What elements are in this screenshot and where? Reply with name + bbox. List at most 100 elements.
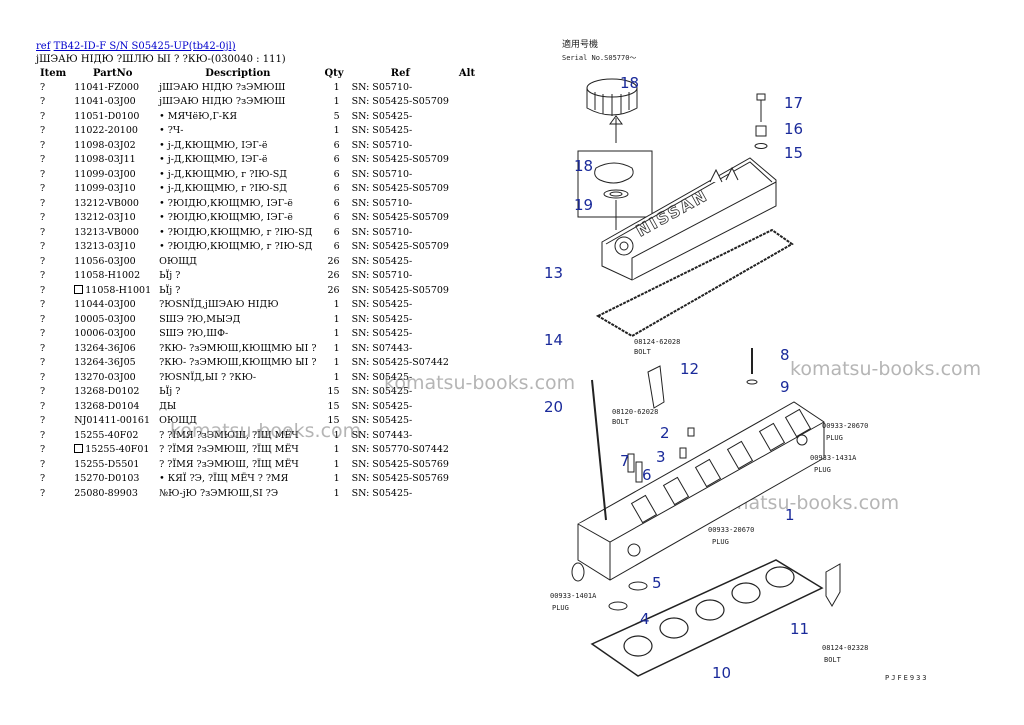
callout-7: 7 (620, 452, 630, 470)
row-ref-text: SN: S05425-S07442 (351, 357, 449, 369)
row-qty-text: 1 (333, 96, 340, 108)
callout-9: 9 (780, 378, 790, 396)
row-ref: SN: S05425- (348, 385, 453, 400)
bolt-label-number: 08120-62028 (612, 408, 658, 416)
row-partno: 13268-D0102 (70, 385, 155, 400)
row-partno-text: 15270-D0103 (74, 473, 140, 485)
row-description-text: ЬЇj ? (159, 270, 181, 282)
row-ref: SN: S05425-S05709 (348, 182, 453, 197)
row-qty-text: 6 (333, 139, 340, 151)
row-ref: SN: S05425-S05709 (348, 283, 453, 298)
row-alt (453, 457, 481, 472)
plug-label-number: 00933-20670 (708, 526, 754, 534)
row-alt (453, 138, 481, 153)
row-partno-text: 15255-D5501 (74, 458, 140, 470)
row-description-text: ?КЮ- ?зЭМЮШ,КЮЩМЮ ЫI ? (159, 342, 317, 354)
row-ref-text: SN: S05710- (351, 226, 413, 238)
row-description-text: • j-Д,КЮЩМЮ, IЭГ-ё (159, 139, 268, 151)
row-ref-text: SN: S05425-S05709 (351, 212, 449, 224)
row-qty-text: 6 (333, 226, 340, 238)
row-description-text: ОЮЩД (159, 255, 197, 267)
row-qty-text: 6 (333, 212, 340, 224)
row-item: ? (36, 399, 70, 414)
row-item-text: ? (40, 415, 46, 427)
row-partno: 11051-D0100 (70, 109, 155, 124)
ref-link[interactable]: ref (36, 41, 51, 52)
row-ref-text: SN: S05710- (351, 139, 413, 151)
row-description-text: ? ?ЇМЯ ?зЭМЮШ, ?ЇЩ МЁЧ (159, 458, 299, 470)
row-description-text: ?ЮЅNЇД,ЫI ? ?КЮ- (159, 371, 257, 383)
row-description: №Ю-jЮ ?зЭМЮШ,ЅI ?Э (155, 486, 320, 501)
row-ref: SN: S05425- (348, 254, 453, 269)
row-description: ЅШЭ ?Ю,ШФ- (155, 327, 320, 342)
row-ref-text: SN: S05710- (351, 197, 413, 209)
model-link[interactable]: TB42-ID-F S/N S05425-UP(tb42-0jl) (53, 41, 236, 52)
row-qty: 1 (320, 443, 347, 458)
row-qty: 1 (320, 428, 347, 443)
bolt-label-number: 08124-62028 (634, 338, 680, 346)
row-description: • j-Д,КЮЩМЮ, IЭГ-ё (155, 153, 320, 168)
callout-20: 20 (544, 398, 563, 416)
row-qty-text: 1 (333, 299, 340, 311)
row-alt (453, 428, 481, 443)
row-ref-text: SN: S05710- (351, 168, 413, 180)
row-alt (453, 370, 481, 385)
callout-8: 8 (780, 346, 790, 364)
row-description: • ?ЮIДЮ,КЮЩМЮ, г ?IЮ-SД (155, 240, 320, 255)
row-ref: SN: S05425- (348, 399, 453, 414)
row-item-text: ? (40, 226, 46, 238)
row-description-text: ЅШЭ ?Ю,МЫЭД (159, 313, 241, 325)
row-alt (453, 109, 481, 124)
row-qty: 6 (320, 196, 347, 211)
row-partno-text: 11058-H1001 (85, 284, 152, 296)
row-ref-text: SN: S05425- (351, 415, 413, 427)
row-qty: 1 (320, 298, 347, 313)
row-qty: 1 (320, 80, 347, 95)
row-ref-text: SN: S05425- (351, 328, 413, 340)
row-ref-text: SN: S05425-S05709 (351, 154, 449, 166)
row-item-text: ? (40, 168, 46, 180)
row-alt (453, 211, 481, 226)
row-qty: 1 (320, 370, 347, 385)
row-qty: 5 (320, 109, 347, 124)
checkbox-icon (74, 444, 84, 454)
row-ref: SN: S05710- (348, 225, 453, 240)
row-partno-text: 13213-VB000 (74, 226, 139, 238)
row-partno-text: 11056-03J00 (74, 255, 136, 267)
row-ref-text: SN: S05425- (351, 400, 413, 412)
row-alt (453, 153, 481, 168)
row-partno: 13213-03J10 (70, 240, 155, 255)
row-description: • j-Д,КЮЩМЮ, г ?IЮ-SД (155, 167, 320, 182)
page-header: ref TB42-ID-F S/N S05425-UP(tb42-0jl) jШ… (36, 40, 286, 66)
lift-bracket-illustration (647, 365, 665, 409)
row-description: • ?ЮIДЮ,КЮЩМЮ, IЭГ-ё (155, 196, 320, 211)
row-qty: 6 (320, 138, 347, 153)
row-partno: 15270-D0103 (70, 472, 155, 487)
row-item: ? (36, 443, 70, 458)
callout-2: 2 (660, 424, 670, 442)
row-partno: 11041-FZ000 (70, 80, 155, 95)
checkbox-icon (74, 284, 84, 294)
row-ref: SN: S05425-S05709 (348, 240, 453, 255)
row-ref-text: SN: S05425- (351, 255, 413, 267)
bolt-label: BOLT (612, 418, 630, 426)
callout-18: 18 (620, 74, 639, 92)
col-ref-header: Ref (390, 67, 410, 79)
row-description-text: • ?ЮIДЮ,КЮЩМЮ, IЭГ-ё (159, 197, 293, 209)
row-description: ЬЇj ? (155, 269, 320, 284)
row-partno-text: 15255-40F01 (85, 444, 150, 456)
row-description-text: • j-Д,КЮЩМЮ, г ?IЮ-SД (159, 183, 287, 195)
row-partno: 13212-VB000 (70, 196, 155, 211)
callout-4: 4 (640, 610, 650, 628)
row-item-text: ? (40, 183, 46, 195)
